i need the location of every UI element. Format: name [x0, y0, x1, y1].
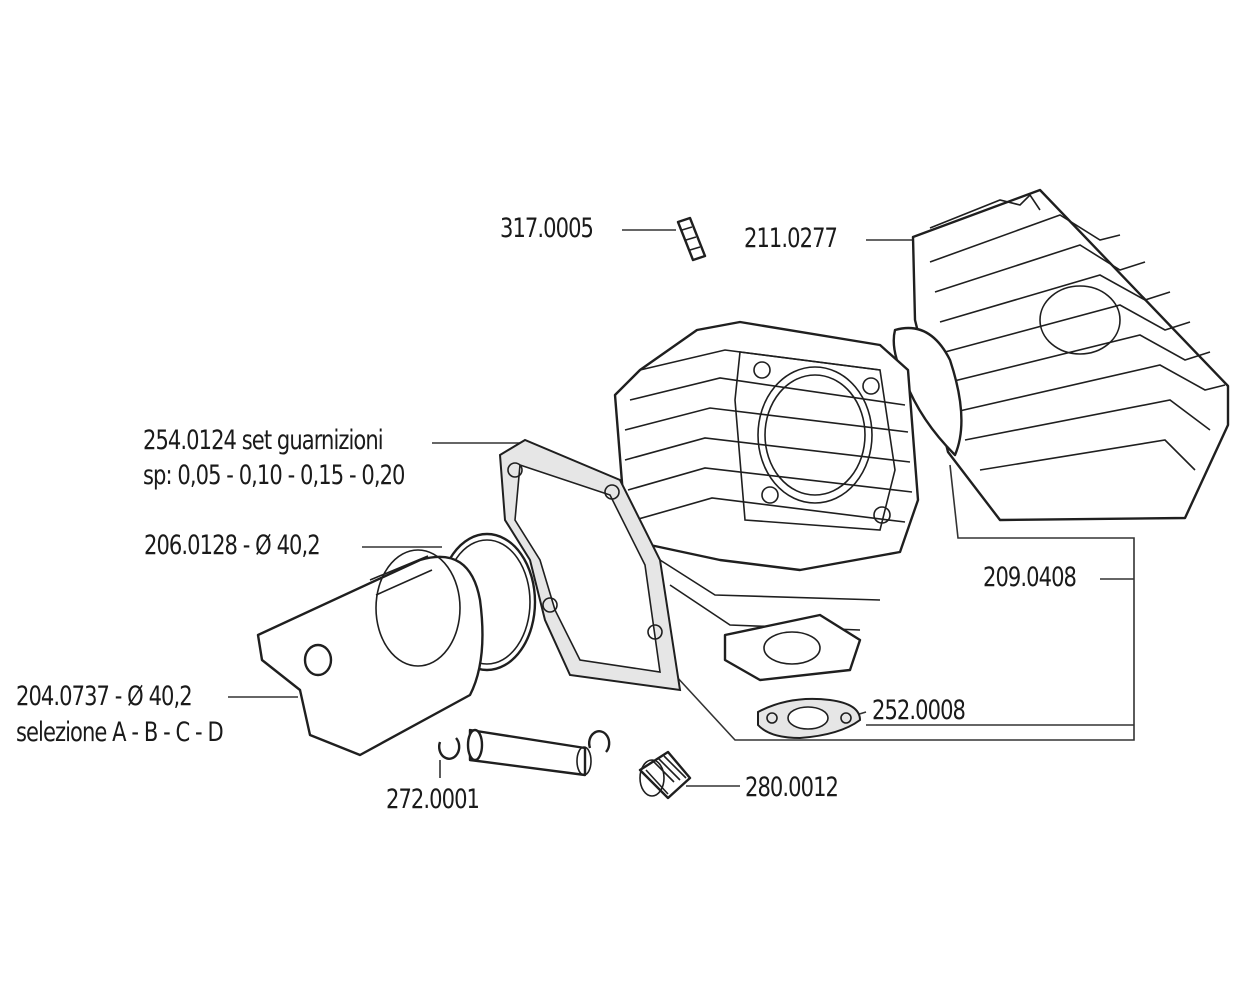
label-piston-ring: 206.0128 - Ø 40,2 — [144, 530, 321, 561]
label-exhaust-gasket: 252.0008 — [872, 695, 966, 726]
label-gasket-set: 254.0124 set guarnizioni — [143, 425, 384, 456]
label-gasket-thickness: sp: 0,05 - 0,10 - 0,15 - 0,20 — [143, 460, 405, 491]
label-piston: 204.0737 - Ø 40,2 — [16, 681, 193, 712]
needle-bearing-part — [638, 750, 692, 800]
exhaust-gasket-part — [757, 697, 862, 740]
label-cylinder-head: 211.0277 — [744, 223, 838, 254]
piston-part — [256, 549, 484, 757]
label-circlips: 272.0001 — [386, 784, 480, 815]
leader-lines — [228, 229, 1135, 787]
circlips-and-pin-part — [437, 728, 611, 777]
base-gasket-part — [498, 438, 682, 692]
label-piston-selection: selezione A - B - C - D — [16, 717, 224, 748]
cylinder-head-part — [892, 188, 1230, 522]
stud-part — [676, 216, 707, 262]
cylinder-part — [613, 320, 920, 682]
leader-kit-bracket — [651, 464, 1135, 741]
label-kit: 209.0408 — [983, 562, 1077, 593]
label-stud: 317.0005 — [500, 213, 594, 244]
label-needle-bearing: 280.0012 — [745, 772, 839, 803]
